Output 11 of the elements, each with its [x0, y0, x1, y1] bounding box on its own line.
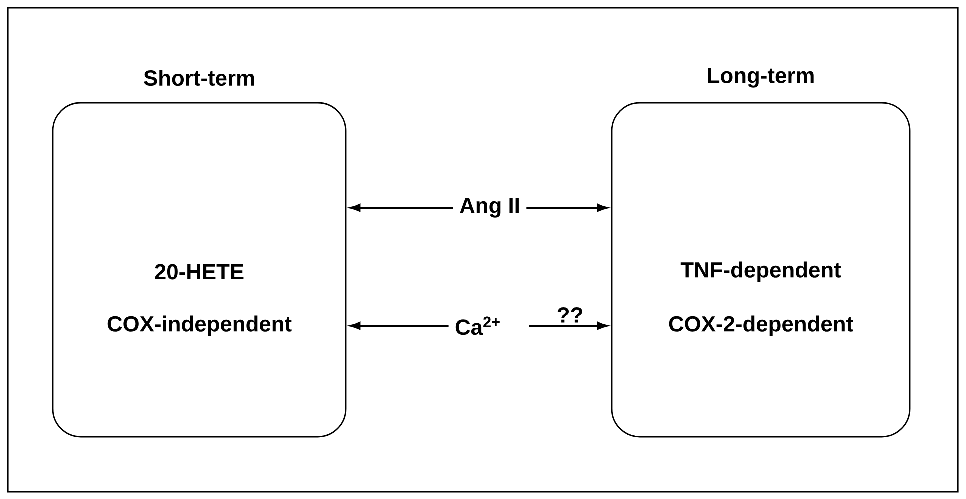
- rounded-box: TNF-dependent COX-2-dependent: [611, 102, 911, 438]
- arrow: [350, 322, 449, 330]
- signal-label: Ang II: [460, 198, 519, 218]
- arrow: [350, 204, 454, 212]
- box-heading: Long-term: [708, 68, 814, 88]
- box-heading: Short-term: [144, 70, 254, 86]
- arrow: [529, 322, 608, 330]
- signal-label: Ca$^{2+}$: [456, 316, 500, 336]
- arrow: [526, 204, 608, 212]
- rounded-box: 20-HETE COX-independent: [52, 102, 347, 438]
- edge-label: ??: [558, 307, 582, 323]
